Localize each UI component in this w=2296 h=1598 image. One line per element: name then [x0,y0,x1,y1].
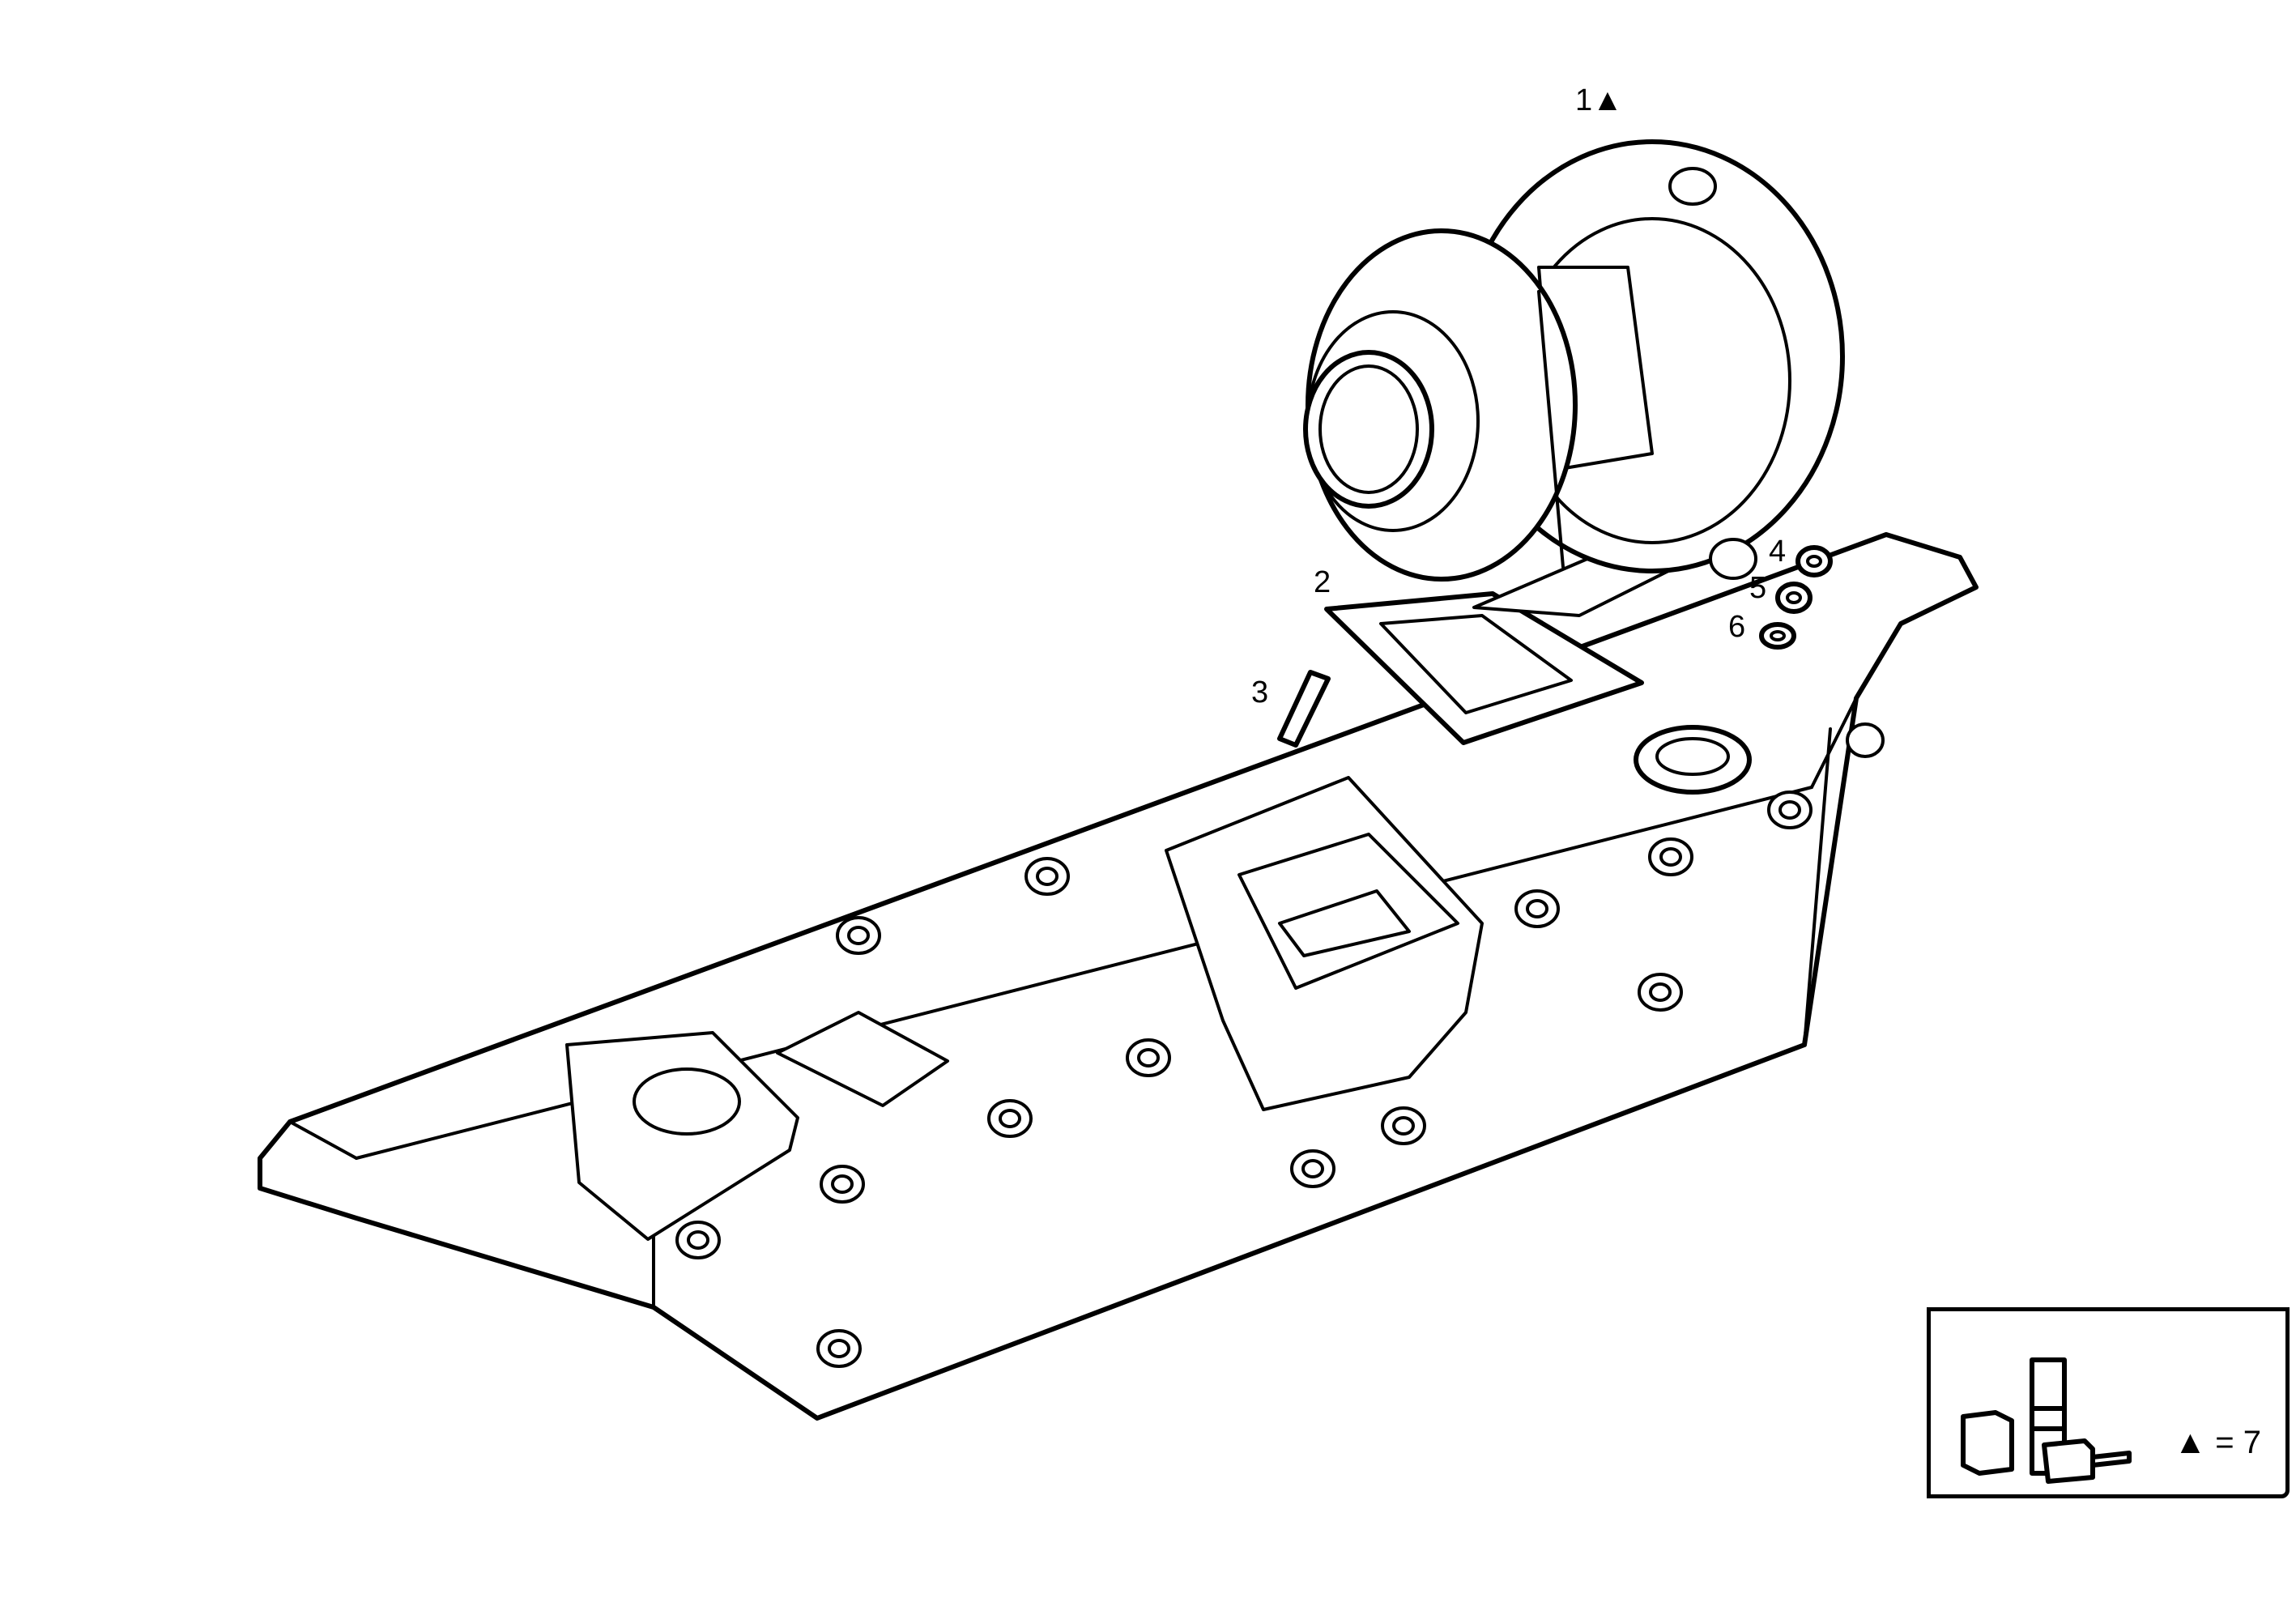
callout-5: 5 [1749,571,1767,605]
callout-number: 1 [1575,83,1593,117]
callout-3: 3 [1251,675,1269,710]
stud-3 [1277,670,1331,748]
triangle-marker-icon: ▲ [2174,1425,2207,1460]
triangle-marker-icon: ▲ [1592,83,1623,117]
turbocharger-1 [1303,139,1845,617]
manifold-flanges [565,776,1484,1241]
kit-components-icon [1961,1357,2132,1484]
nut-washer-4-5-6 [1759,545,1833,650]
kit-legend-box: ▲ = 7 [1927,1307,2290,1498]
legend-equals-value: = 7 [2215,1425,2261,1460]
exhaust-manifold [258,532,1979,1421]
callout-1: 1▲ [1575,85,1623,116]
callout-2: 2 [1314,565,1331,599]
callout-4: 4 [1769,535,1787,569]
gasket-2 [1324,591,1644,745]
callout-6: 6 [1728,610,1746,644]
mounting-holes [675,722,1885,1368]
legend-kit-label: ▲ = 7 [2175,1425,2261,1461]
